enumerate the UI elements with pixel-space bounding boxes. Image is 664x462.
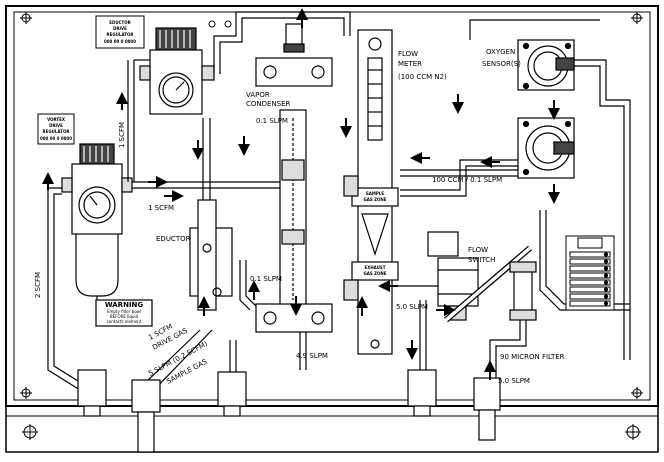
flow-switch	[427, 231, 532, 323]
eductor-plate-line-1: EDUCTOR	[109, 20, 130, 25]
flow-arrows	[42, 8, 560, 380]
terminal-screw	[603, 273, 609, 278]
eductor-plate-line-2: DRIVE	[113, 26, 127, 31]
terminal-block	[565, 235, 615, 311]
bottom-fittings	[77, 369, 501, 453]
flow-0.1slpm-top: 0.1 SLPM	[256, 117, 288, 125]
vortex-plate-line-2: DRIVE	[49, 123, 63, 128]
terminal-row	[569, 251, 611, 258]
exhaust-gas-zone-1: EXHAUST	[365, 265, 386, 270]
warning-title: WARNING	[105, 301, 144, 309]
terminal-screw	[603, 294, 609, 299]
vortex-regulator-plate: VORTEX DRIVE REGULATOR 000 00 0 0000	[37, 113, 75, 145]
flow-5.0slpm-mid: 5.0 SLPM	[396, 303, 428, 311]
eductor-label: EDUCTOR	[156, 235, 191, 243]
flow-1scfm-vertical: 1 SCFM	[118, 122, 126, 148]
oxygen-sensor-label-1: OXYGEN	[486, 48, 515, 56]
warning-line-3: contacts element	[107, 319, 142, 324]
flow-switch-label-2: SWITCH	[468, 256, 495, 264]
oxygen-sensor-label-2: SENSOR(S)	[482, 60, 521, 68]
terminal-screw	[603, 280, 609, 285]
flow-meter-label-1: FLOW	[398, 50, 418, 58]
terminal-screw	[603, 301, 609, 306]
sample-gas-zone-2: GAS ZONE	[363, 197, 386, 202]
warning-line-2: BEFORE liquid	[110, 314, 139, 319]
sample-gas-zone-1: SAMPLE	[366, 191, 384, 196]
eductor-drive-regulator	[139, 27, 215, 115]
mounting-holes	[20, 12, 643, 440]
terminal-screw	[603, 252, 609, 257]
micron-filter-label: 90 MICRON FILTER	[500, 353, 565, 361]
terminal-row	[569, 279, 611, 286]
vapor-condenser-label-1: VAPOR	[246, 91, 270, 99]
flow-2scfm: 2 SCFM	[34, 272, 42, 298]
oxygen-sensor-lower	[517, 117, 575, 179]
terminal-screw	[603, 266, 609, 271]
flow-4.9slpm: 4.9 SLPM	[296, 352, 328, 360]
flow-1scfm-horizontal: 1 SCFM	[148, 204, 174, 212]
flow-0.1slpm-mid: 0.1 SLPM	[250, 275, 282, 283]
terminal-screw	[603, 259, 609, 264]
micron-filter	[509, 261, 537, 321]
eductor-regulator-plate: EDUCTOR DRIVE REGULATOR 000 00 0 0000	[95, 15, 145, 49]
flow-5.0slpm-bottom: 5.0 SLPM	[498, 377, 530, 385]
terminal-row	[569, 300, 611, 307]
eductor-plate-line-4: 000 00 0 0000	[104, 39, 136, 44]
vortex-plate-line-1: VORTEX	[47, 117, 65, 122]
warning-line-1: Empty filter bowl	[107, 309, 141, 314]
eductor-assembly	[141, 199, 233, 393]
vapor-condenser-label-2: CONDENSER	[246, 100, 291, 108]
flow-switch-label-1: FLOW	[468, 246, 488, 254]
terminal-row	[569, 286, 611, 293]
terminal-row	[569, 272, 611, 279]
terminal-screw	[603, 287, 609, 292]
vortex-drive-regulator	[61, 143, 133, 306]
exhaust-gas-zone-2: GAS ZONE	[363, 271, 386, 276]
terminal-row	[569, 265, 611, 272]
flow-meter-label-2: METER	[398, 60, 422, 68]
flow-meter-label-3: (100 CCM N2)	[398, 73, 447, 81]
terminal-row	[569, 293, 611, 300]
oxygen-sensor-upper	[517, 39, 575, 91]
flow-100ccm: 100 CCM / 0.1 SLPM	[432, 176, 502, 184]
vortex-plate-line-4: 000 00 0 0000	[40, 136, 72, 141]
terminal-row	[569, 258, 611, 265]
warning-label: WARNING Empty filter bowl BEFORE liquid …	[95, 299, 153, 327]
vortex-plate-line-3: REGULATOR	[43, 129, 70, 134]
vapor-condenser	[255, 23, 333, 333]
eductor-plate-line-3: REGULATOR	[107, 32, 134, 37]
